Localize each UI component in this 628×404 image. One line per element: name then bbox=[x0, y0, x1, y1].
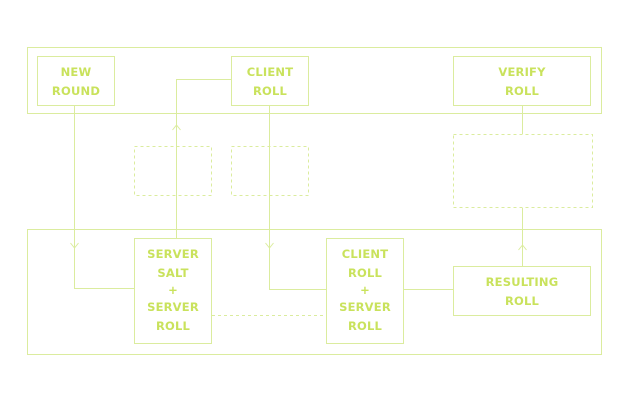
resulting-roll-label-line-2: ROLL bbox=[505, 294, 540, 308]
resulting-roll-label-line-1: RESULTING bbox=[486, 275, 559, 289]
server-box-label-line-4: SERVER bbox=[147, 300, 199, 314]
server-box-label-line-5: ROLL bbox=[156, 319, 191, 333]
client-roll-box bbox=[231, 56, 309, 106]
client-roll-label-line-1: CLIENT bbox=[247, 65, 294, 79]
resulting-roll-box bbox=[453, 266, 591, 316]
verify-roll-box bbox=[453, 56, 591, 106]
connector-server-salt-to-client-roll bbox=[176, 79, 232, 238]
server-box-label-line-1: SERVER bbox=[147, 247, 199, 261]
arrow-head-down-middle bbox=[265, 242, 274, 249]
connector-client-roll-to-client-server-roll bbox=[269, 105, 326, 290]
client-roll-server-roll-box bbox=[326, 238, 404, 344]
verify-roll-label-line-2: ROLL bbox=[505, 84, 540, 98]
server-box-label-line-2: SALT bbox=[157, 266, 188, 280]
client-server-box-label-line-2: ROLL bbox=[348, 266, 383, 280]
server-salt-server-roll-box bbox=[134, 238, 212, 344]
top-group-container bbox=[27, 47, 602, 114]
placeholder-box-right bbox=[453, 134, 593, 208]
client-roll-label-line-2: ROLL bbox=[253, 84, 288, 98]
client-server-box-label-line-1: CLIENT bbox=[342, 247, 389, 261]
new-round-label-line-1: NEW bbox=[61, 65, 92, 79]
verify-roll-label-line-1: VERIFY bbox=[498, 65, 546, 79]
bottom-group-container bbox=[27, 229, 602, 355]
client-server-box-label-plus: + bbox=[360, 283, 370, 297]
placeholder-box-left bbox=[134, 146, 212, 196]
arrow-head-down-left bbox=[70, 242, 79, 249]
new-round-label-line-2: ROUND bbox=[52, 84, 100, 98]
arrow-head-up-left bbox=[172, 124, 181, 131]
new-round-box bbox=[37, 56, 115, 106]
client-server-box-label-line-5: ROLL bbox=[348, 319, 383, 333]
client-server-box-label-line-4: SERVER bbox=[339, 300, 391, 314]
arrow-head-up-right bbox=[518, 244, 527, 251]
connector-new-round-to-server-salt bbox=[74, 105, 134, 289]
server-box-label-plus: + bbox=[168, 283, 178, 297]
